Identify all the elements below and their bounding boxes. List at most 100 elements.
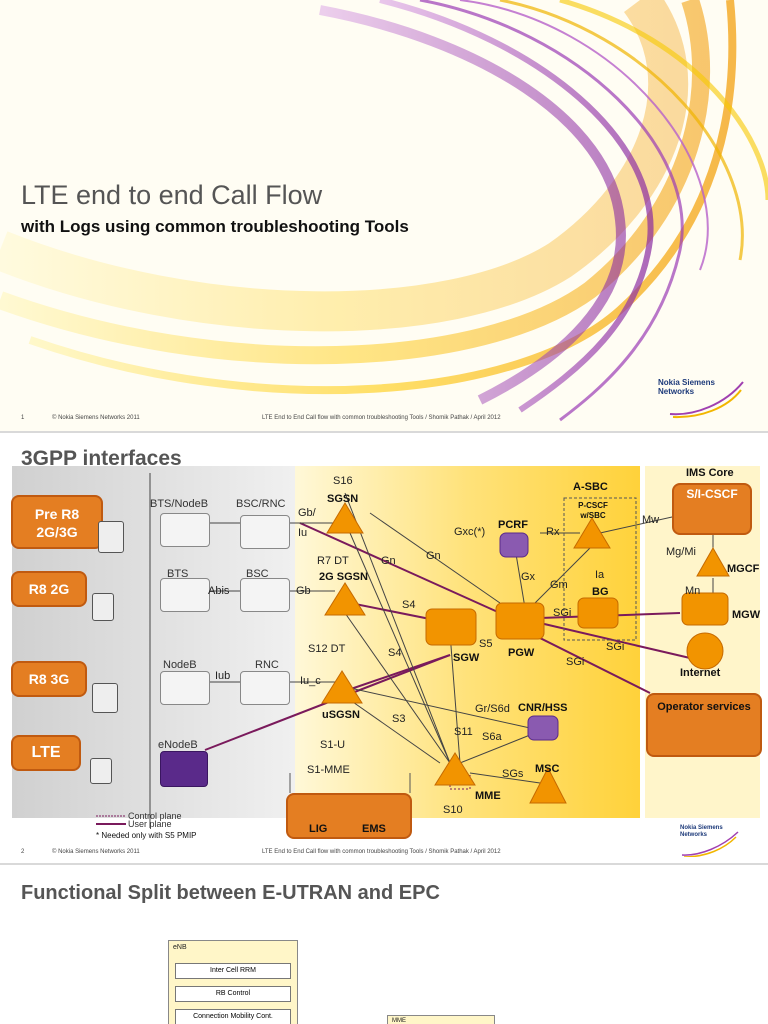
slide-3-title: Functional Split between E-UTRAN and EPC (21, 882, 440, 904)
usgsn-label: uSGSN (322, 709, 360, 721)
iface-s16: S16 (333, 475, 353, 487)
phone-icon (90, 758, 112, 784)
iface-r7-dt: R7 DT (317, 555, 349, 567)
iface-sgi: SGi (553, 607, 572, 619)
iface-iu: Iu (298, 527, 308, 539)
phone-icon (98, 521, 124, 553)
iface-gr-s6d: Gr/S6d (475, 703, 510, 715)
slide-2: 3GPP interfaces Pre R8 2G/3G R8 2G R8 3G… (0, 433, 768, 863)
msc-label: MSC (535, 763, 560, 775)
ims-core-label: IMS Core (686, 467, 734, 479)
p-cscf-label: P-CSCF w/SBC (578, 501, 608, 520)
nsn-swirl-icon (669, 381, 744, 419)
2g-sgsn-label: 2G SGSN (319, 571, 368, 583)
iface-gn-2: Gn (426, 550, 441, 562)
legend-user-plane: User plane (128, 819, 172, 829)
iface-sgi-2: SGi (606, 641, 625, 653)
slide-1-title: LTE end to end Call Flow (21, 180, 323, 210)
pre-r8-box: Pre R8 2G/3G (11, 495, 103, 549)
mgw-label: MGW (732, 609, 761, 621)
iface-gx: Gx (521, 571, 536, 583)
iface-gb-2: Gb (296, 585, 311, 597)
controller-icon (240, 671, 290, 705)
slide-2-title: 3GPP interfaces (21, 447, 182, 470)
r8-2g-box: R8 2G (11, 571, 87, 607)
s-i-cscf-box: S/I-CSCF (672, 483, 752, 535)
slide-3: Functional Split between E-UTRAN and EPC… (0, 865, 768, 1024)
antenna-icon (160, 671, 210, 705)
pgw-label: PGW (508, 647, 535, 659)
slide-separator (0, 431, 768, 433)
slide-1-subtitle: with Logs using common troubleshooting T… (21, 217, 409, 236)
bts-label: BTS (167, 568, 189, 580)
enb-header: eNB (173, 944, 187, 951)
iface-iub: Iub (215, 670, 231, 682)
slide-1: LTE end to end Call Flow with Logs using… (0, 0, 768, 431)
operator-services-box: Operator services (646, 693, 762, 757)
bsc-label: BSC (246, 568, 269, 580)
enb-box: eNB Inter Cell RRM RB Control Connection… (168, 940, 298, 1024)
nsn-swirl-icon (681, 831, 739, 857)
iface-gxc: Gxc(*) (454, 526, 486, 538)
iface-s3: S3 (392, 713, 406, 725)
nsn-logo: Nokia Siemens Networks (680, 825, 723, 838)
iface-gn: Gn (381, 555, 396, 567)
iface-s5: S5 (479, 638, 493, 650)
iface-s4: S4 (402, 599, 416, 611)
iface-s1-mme: S1-MME (307, 764, 350, 776)
r8-3g-box: R8 3G (11, 661, 87, 697)
iface-iu-c: Iu_c (300, 675, 321, 687)
iface-mg-mi: Mg/Mi (666, 546, 696, 558)
iface-s4-2: S4 (388, 647, 402, 659)
mgcf-label: MGCF (727, 563, 760, 575)
iface-sgs: SGs (502, 768, 524, 780)
phone-icon (92, 683, 118, 713)
legend-control-plane: Control plane (128, 811, 182, 821)
iface-gb: Gb/ (298, 507, 316, 519)
mme-box: MME (387, 1015, 495, 1024)
sgw-label: SGW (453, 652, 480, 664)
iface-s10: S10 (443, 804, 463, 816)
iface-gm: Gm (550, 579, 568, 591)
mme-label: MME (475, 790, 501, 802)
slide-2-copyright: © Nokia Siemens Networks 2011 (52, 849, 140, 855)
antenna-icon (160, 513, 210, 547)
slide-2-number: 2 (21, 849, 25, 855)
ems-label: EMS (362, 823, 386, 835)
iface-rx: Rx (546, 526, 560, 538)
slide-1-footer-text: LTE End to End Call flow with common tro… (262, 415, 501, 421)
antenna-icon (160, 578, 210, 612)
bts-nodeb-label: BTS/NodeB (150, 498, 209, 510)
iface-abis: Abis (208, 585, 230, 597)
nsn-logo: Nokia Siemens Networks (658, 378, 715, 396)
controller-icon (240, 515, 290, 549)
enodeb-label: eNodeB (158, 739, 198, 751)
slide-1-copyright: © Nokia Siemens Networks 2011 (52, 415, 140, 421)
swirl-graphic (0, 0, 768, 431)
internet-label: Internet (680, 667, 721, 679)
a-sbc-label: A-SBC (573, 481, 608, 493)
slide-2-footer-text: LTE End to End Call flow with common tro… (262, 849, 501, 855)
pcrf-label: PCRF (498, 519, 528, 531)
slide-1-number: 1 (21, 415, 25, 421)
sgsn-label: SGSN (327, 493, 359, 505)
nodeb-label: NodeB (163, 659, 197, 671)
enb-function-item: Inter Cell RRM (175, 963, 291, 979)
rnc-label: RNC (255, 659, 279, 671)
enodeb-antenna-icon (160, 751, 208, 787)
enb-function-item: Connection Mobility Cont. (175, 1009, 291, 1024)
iface-mn: Mn (685, 585, 701, 597)
lte-box: LTE (11, 735, 81, 771)
controller-icon (240, 578, 290, 612)
mme-header: MME (392, 1018, 406, 1024)
iface-s1-u: S1-U (320, 739, 346, 751)
iface-mw: Mw (642, 514, 660, 526)
phone-icon (92, 593, 114, 621)
iface-ia: Ia (595, 569, 605, 581)
iface-s11: S11 (454, 726, 473, 738)
legend-note: * Needed only with S5 PMIP (96, 831, 197, 840)
enb-function-item: RB Control (175, 986, 291, 1002)
bg-label: BG (592, 586, 609, 598)
iface-s6a: S6a (482, 731, 502, 743)
management-box (286, 793, 412, 839)
